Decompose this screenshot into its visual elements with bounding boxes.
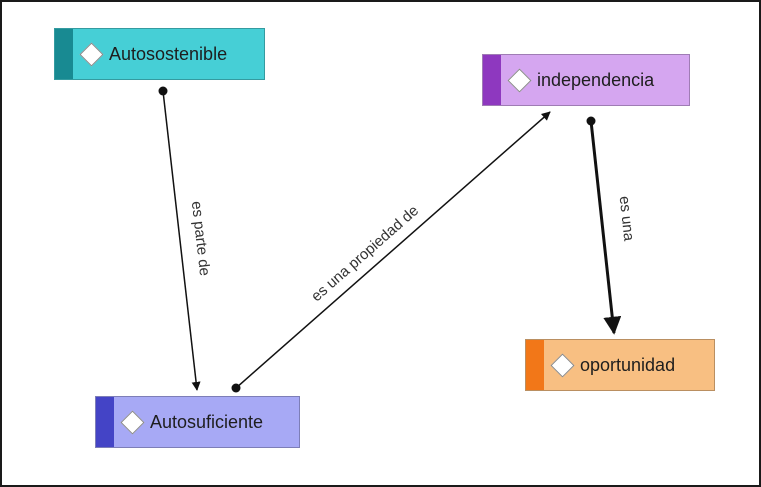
edge-es-una[interactable]: es una (586, 116, 638, 335)
node-color-stripe (483, 55, 501, 105)
diamond-icon (507, 67, 532, 93)
diamond-icon (79, 41, 104, 67)
node-color-stripe (96, 397, 114, 447)
node-label: independencia (537, 69, 655, 90)
node-label: oportunidad (580, 354, 676, 375)
node-color-stripe (526, 340, 544, 390)
edge-start-dot (158, 86, 168, 96)
edge-es-parte-de[interactable]: es parte de (158, 86, 214, 391)
edge-label: es una (616, 195, 638, 242)
edge-line (162, 90, 201, 391)
node-label: Autosuficiente (150, 411, 264, 432)
edge-label: es parte de (188, 200, 213, 277)
node-color-stripe (55, 29, 73, 79)
node-autosuficiente[interactable]: Autosuficiente (95, 396, 300, 448)
diamond-icon (550, 352, 575, 378)
edge-line (235, 111, 551, 389)
node-independencia[interactable]: independencia (482, 54, 690, 106)
edge-start-dot (586, 116, 596, 126)
edge-label: es una propiedad de (308, 202, 422, 305)
edge-start-dot (231, 383, 241, 393)
node-oportunidad[interactable]: oportunidad (525, 339, 715, 391)
node-autosostenible[interactable]: Autosostenible (54, 28, 265, 80)
edge-line (589, 120, 622, 335)
edge-es-una-propiedad-de[interactable]: es una propiedad de (231, 111, 551, 393)
diamond-icon (120, 409, 145, 435)
node-label: Autosostenible (109, 43, 228, 64)
